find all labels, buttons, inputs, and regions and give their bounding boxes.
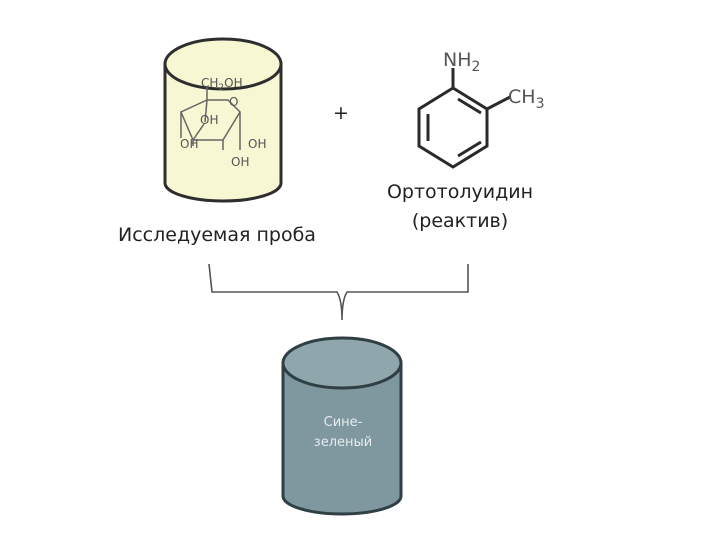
result-cylinder-body: [281, 361, 403, 516]
result-cylinder: [281, 336, 403, 516]
glucose-oh-1: OH: [248, 137, 266, 151]
reagent-subtitle: (реактив): [411, 210, 509, 232]
sample-cylinder-body: [163, 62, 283, 203]
reagent-name: Ортотолуидин: [386, 181, 534, 203]
plus-sign: +: [333, 102, 349, 124]
joining-brace: [208, 263, 469, 321]
sample-cylinder: [163, 37, 283, 203]
sample-label: Исследуемая проба: [118, 224, 316, 246]
result-color-line-2: зеленый: [313, 435, 373, 450]
result-cylinder-top: [281, 336, 403, 390]
glucose-oh-3: OH: [180, 137, 198, 151]
glucose-formula: [180, 86, 241, 150]
glucose-ch2oh: CH2OH: [201, 76, 243, 93]
toluidine-nh2: NH2: [443, 49, 480, 75]
glucose-ring-oxygen: O: [229, 95, 238, 109]
toluidine-ch3: CH3: [508, 86, 544, 112]
glucose-oh-2: OH: [231, 155, 249, 169]
toluidine-formula: [417, 68, 511, 169]
result-color-line-1: Сине-: [323, 415, 363, 430]
sample-cylinder-top: [163, 37, 283, 91]
glucose-oh-4: OH: [200, 113, 218, 127]
